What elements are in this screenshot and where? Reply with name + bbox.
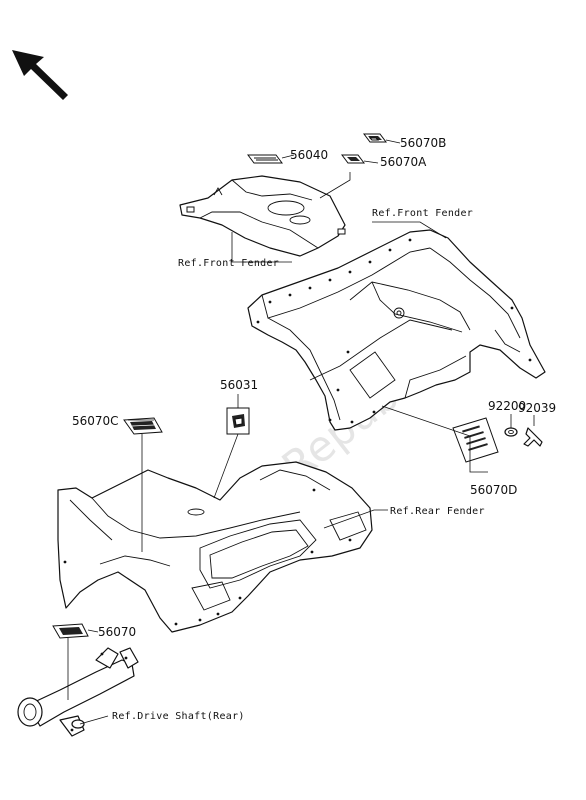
front-fender-cover-part: [179, 175, 346, 257]
decal-56070D: [452, 417, 499, 463]
decal-56070B: [363, 133, 387, 143]
decal-56031: [226, 407, 250, 435]
drive-shaft-housing-part: [17, 647, 139, 737]
ref-rear-fender: Ref.Rear Fender: [390, 506, 485, 517]
rear-fender-part: [57, 461, 373, 633]
label-56070A: 56070A: [380, 155, 427, 169]
front-fender-part: [247, 229, 546, 431]
gear-symbol-icon: [393, 307, 405, 319]
decal-56070A: [341, 154, 365, 164]
label-56070B: 56070B: [400, 136, 446, 150]
ref-front-fender-left: Ref.Front Fender: [178, 258, 279, 269]
label-56040: 56040: [290, 148, 328, 162]
label-92200: 92200: [488, 399, 526, 413]
decal-56040: [247, 154, 283, 164]
leader-lines: [67, 139, 535, 725]
ref-drive-shaft: Ref.Drive Shaft(Rear): [112, 711, 245, 722]
orientation-arrow-icon: [12, 50, 68, 100]
bolt-92039: [523, 427, 543, 447]
label-56070: 56070: [98, 625, 136, 639]
label-56070D: 56070D: [470, 483, 517, 497]
label-92039: 92039: [518, 401, 556, 415]
washer-92200: [504, 427, 518, 437]
label-56031: 56031: [220, 378, 258, 392]
ref-front-fender-right: Ref.Front Fender: [372, 208, 473, 219]
decal-56070C: [123, 417, 163, 435]
label-56070C: 56070C: [72, 414, 119, 428]
decal-56070: [52, 623, 89, 639]
